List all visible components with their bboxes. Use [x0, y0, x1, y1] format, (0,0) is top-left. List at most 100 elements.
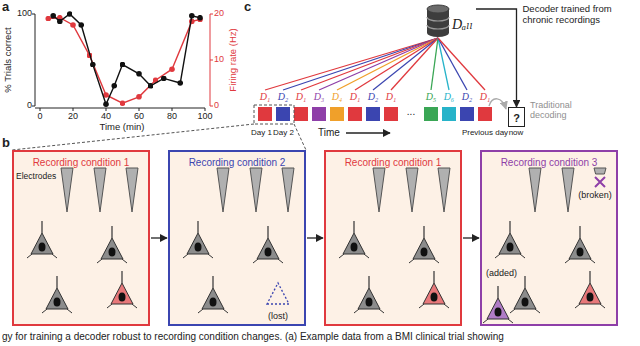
figure-part [483, 286, 513, 323]
axis-title: % Trials correct [3, 27, 14, 92]
tick-label: 80 [167, 111, 177, 121]
figure-part [391, 38, 438, 90]
dataset-label: D₆ [444, 91, 455, 103]
figure-part [282, 168, 294, 212]
dataset-label: D₂ [368, 91, 379, 103]
figure-part [373, 168, 385, 212]
panel-letter: c [244, 0, 251, 15]
figure-part [354, 276, 384, 313]
figure-part [27, 221, 57, 258]
figure-part [510, 276, 540, 313]
dataset-label: D₁ [296, 91, 307, 103]
figure-part [198, 276, 228, 313]
figure-part [61, 168, 73, 212]
time-arrow [346, 132, 390, 133]
dataset-label: D₂ [462, 91, 473, 103]
figure-part [406, 168, 418, 212]
query-box: ? [508, 107, 525, 127]
panel-letter: a [2, 0, 9, 15]
line-chart [32, 14, 213, 111]
figure-part [337, 38, 438, 90]
tick-label: 0 [37, 111, 42, 121]
dataset-label: D₂ [278, 91, 289, 103]
database-top [427, 5, 449, 13]
figure-part [438, 168, 450, 212]
axis-title: Time (min) [99, 122, 144, 133]
caption-text: gy for training a decoder robust to reco… [2, 331, 504, 343]
time-label: Time [318, 127, 340, 139]
figure-part [438, 38, 467, 90]
figure-part [312, 107, 326, 121]
figure-part [575, 271, 605, 308]
recording-scene [168, 150, 306, 326]
figure-part [348, 107, 362, 121]
database-shape [426, 4, 450, 39]
figure-part [442, 107, 456, 121]
database-stripe [427, 17, 449, 29]
figure-part [562, 168, 574, 212]
note-label: Traditional decoding [530, 100, 594, 121]
figure-part [276, 107, 290, 121]
dataset-label: D₁ [260, 91, 271, 103]
condition-heading: Recording condition 1 [33, 157, 130, 169]
recording-scene [480, 150, 618, 326]
figure-part [210, 14, 213, 106]
figure-part [32, 14, 35, 106]
traditional-arrow [489, 99, 506, 109]
panel-letter: b [2, 136, 10, 151]
dataset-name: Dₐₗₗ [452, 17, 473, 32]
figure-part [384, 107, 398, 121]
figure-part [253, 226, 283, 263]
fan-lines [265, 38, 485, 90]
figure-part [431, 38, 438, 90]
connector-arrow [151, 237, 167, 238]
figure-part [478, 107, 492, 121]
dataset-label: D₅ [426, 91, 437, 103]
dataset-label: D₃ [314, 91, 325, 103]
figure-part [594, 168, 606, 174]
figure-part [267, 283, 289, 304]
figure-part [254, 105, 294, 124]
figure-part [107, 271, 137, 308]
tick-label: 10 [214, 54, 224, 64]
figure-part [324, 150, 462, 326]
figure-part [265, 38, 438, 90]
figure-part [94, 168, 106, 212]
dataset-label: D₁ [350, 91, 361, 103]
figure-part [319, 38, 438, 90]
figure-part [373, 38, 438, 90]
figure-part [565, 226, 595, 263]
day-squares [258, 107, 492, 121]
figure-part [294, 107, 308, 121]
part-label: (lost) [268, 311, 288, 321]
tick-label: 0 [27, 100, 32, 110]
condition-heading: Recording condition 3 [501, 157, 598, 169]
recording-scene [324, 150, 462, 326]
figure-part [529, 168, 541, 212]
figure-part [339, 221, 369, 258]
day-label: Day 2 [273, 128, 294, 137]
connector-arrow [463, 237, 479, 238]
figure-part [183, 221, 213, 258]
figure-part [35, 108, 205, 111]
figure-part [283, 38, 438, 90]
tick-label: 20 [68, 111, 78, 121]
figure-part [419, 271, 449, 308]
condition-heading: Recording condition 2 [189, 157, 286, 169]
figure-part [168, 150, 306, 326]
part-label: (added) [486, 268, 517, 278]
figure-part [480, 150, 618, 326]
dataset-label: D₁ [386, 91, 397, 103]
figure-part [12, 150, 150, 326]
figure-part [438, 38, 485, 90]
figure-part [438, 38, 449, 90]
figure-part [97, 226, 127, 263]
recording-box: Recording condition 2 [168, 150, 306, 326]
condition-heading: Recording condition 1 [345, 157, 442, 169]
tick-label: 0 [214, 100, 219, 110]
figure-part [460, 107, 474, 121]
